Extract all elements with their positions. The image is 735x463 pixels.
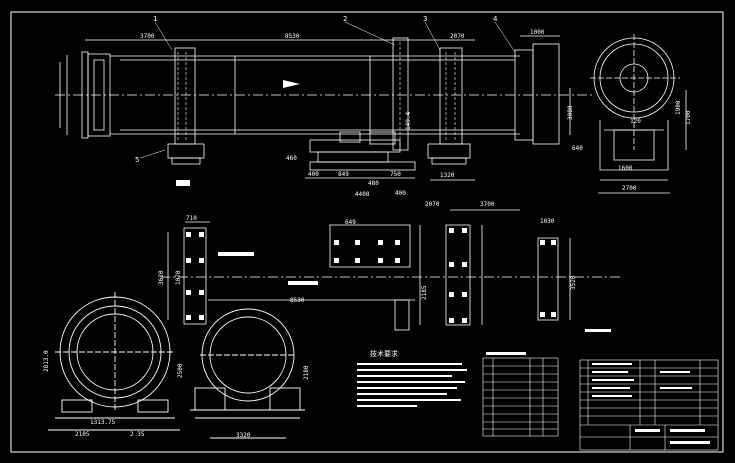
dim-top-1: 3700 — [140, 33, 155, 40]
dim-end-1: 1600 — [618, 165, 633, 172]
section-view-2 — [190, 308, 305, 439]
dim-fp-9: 649 — [345, 219, 356, 226]
dim-fp-4: 1030 — [540, 218, 555, 225]
tech-notes-lines — [357, 363, 467, 407]
note-bar-3 — [585, 329, 611, 332]
dim-fp-2: 2070 — [425, 201, 440, 208]
dim-fp-6: 2185 — [421, 285, 428, 300]
dim-drive-7: 4408 — [355, 191, 370, 198]
part-mark-2: 2 — [343, 15, 347, 23]
end-view — [590, 34, 687, 194]
dim-sec-6: 2500 — [177, 363, 184, 378]
dim-fp-8: 1070 — [175, 270, 182, 285]
dim-drive-2: 849 — [338, 171, 349, 178]
dim-fp-1: 710 — [186, 215, 197, 222]
dim-sec-3: 3320 — [236, 432, 251, 439]
dim-sec-1: 2105 — [75, 431, 90, 438]
dim-top-2: 8530 — [285, 33, 300, 40]
dim-drive-4: 750 — [390, 171, 401, 178]
dim-sec-4: 1313.75 — [90, 419, 116, 426]
dim-fp-5: 8530 — [290, 297, 305, 304]
dim-drive-3: 480 — [368, 180, 379, 187]
dim-drive-6: 1320 — [440, 172, 455, 179]
dim-end-5: 1900 — [675, 100, 682, 115]
part-leaders — [139, 21, 516, 159]
dim-top-4: 1000 — [530, 29, 545, 36]
section-view-1 — [48, 292, 180, 431]
dim-end-6: 640 — [572, 145, 583, 152]
part-mark-1: 1 — [153, 15, 157, 23]
dim-sec-5: 2813.0 — [43, 350, 50, 372]
dim-fp-10: 3520 — [570, 275, 577, 290]
kiln-elevation-view — [55, 35, 595, 181]
dim-drive-8: 460 — [286, 155, 297, 162]
dim-top-5: 149.4 — [405, 112, 412, 130]
dim-end-3: 120 — [630, 118, 641, 125]
ref-marker — [176, 180, 190, 186]
anchor-bolts — [186, 228, 556, 323]
foundation-plan — [160, 209, 620, 331]
dim-drive-5: 400 — [395, 190, 406, 197]
dim-drive-1: 400 — [308, 171, 319, 178]
dim-top-3: 2070 — [450, 33, 465, 40]
dim-fp-3: 3700 — [480, 201, 495, 208]
dim-end-2: 2700 — [622, 185, 637, 192]
dim-top-6: 3080 — [567, 105, 574, 120]
title-block-text — [592, 363, 710, 444]
part-mark-4: 4 — [493, 15, 498, 23]
parts-table-title — [486, 352, 526, 355]
tech-notes-title: 技术要求 — [370, 349, 398, 358]
note-bar-2 — [288, 281, 318, 285]
dim-fp-7: 3620 — [158, 270, 165, 285]
dim-sec-2: 2 35 — [130, 431, 145, 438]
title-block — [579, 359, 719, 451]
dim-sec-7: 2180 — [303, 365, 310, 380]
tyre-ribs — [177, 42, 456, 146]
part-mark-3: 3 — [423, 15, 427, 23]
dim-end-4: 1700 — [685, 110, 692, 125]
part-mark-5: 5 — [135, 156, 139, 164]
note-bar-1 — [218, 252, 254, 256]
parts-table — [482, 357, 559, 437]
drawing-frame — [10, 11, 724, 453]
